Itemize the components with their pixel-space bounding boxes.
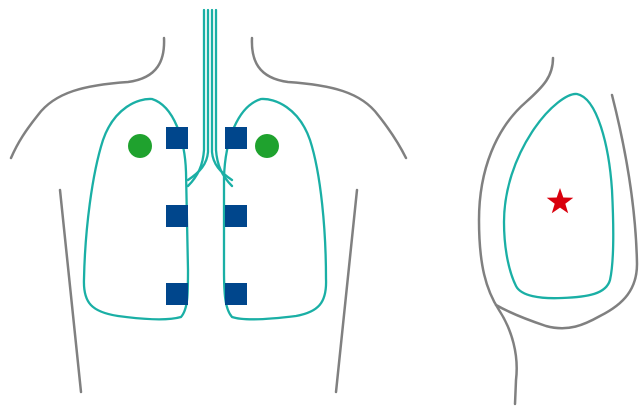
front-view: [11, 10, 406, 392]
square-marker-left-middle: [225, 205, 247, 227]
square-marker-left-upper: [225, 127, 247, 149]
square-marker-right-middle: [166, 205, 188, 227]
circle-marker-right-apex: [128, 134, 152, 158]
square-marker-left-lower: [225, 283, 247, 305]
side-view: [479, 58, 637, 404]
star-marker-middle: [547, 188, 574, 213]
side-markers: [547, 188, 574, 213]
torso-right-side-outline: [336, 190, 357, 392]
square-marker-right-upper: [166, 127, 188, 149]
torso-left-side-outline: [60, 190, 81, 392]
side-back-outline: [479, 58, 553, 404]
circle-marker-left-apex: [255, 134, 279, 158]
square-marker-right-lower: [166, 283, 188, 305]
airway-outline: [84, 10, 326, 319]
